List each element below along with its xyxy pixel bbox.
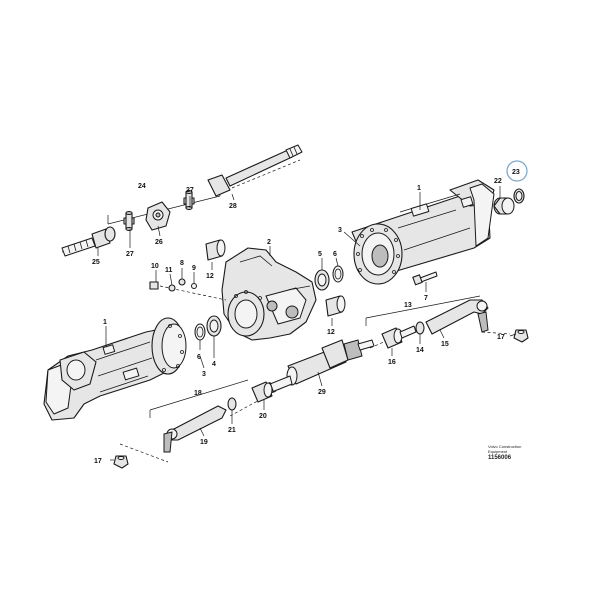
u-joint-cross-part-2 <box>183 190 195 210</box>
callout-5: 5 <box>318 251 322 258</box>
bushing-12-part <box>205 239 226 261</box>
callout-17a: 17 <box>497 334 505 341</box>
callout-29: 29 <box>318 389 326 396</box>
fastener-9-part <box>191 283 197 289</box>
tie-rod-right-part <box>425 299 489 335</box>
fastener-10-part <box>149 281 227 301</box>
callout-8: 8 <box>180 260 184 267</box>
seal-6-part <box>332 265 344 283</box>
callout-14: 14 <box>416 347 424 354</box>
lock-nut-17-part <box>513 329 529 343</box>
callout-15: 15 <box>441 341 449 348</box>
ball-joint-16-part <box>381 325 417 349</box>
callout-25: 25 <box>92 259 100 266</box>
callout-6a: 6 <box>333 251 337 258</box>
seal-ring-part <box>513 188 525 204</box>
callout-1b: 1 <box>103 319 107 326</box>
callout-23: 23 <box>512 169 520 176</box>
reference-division: Equipment <box>488 449 508 454</box>
bearing-5-part <box>314 269 330 291</box>
callout-3b: 3 <box>202 371 206 378</box>
callout-20: 20 <box>259 413 267 420</box>
bearing-4-part <box>206 315 222 337</box>
callout-21: 21 <box>228 427 236 434</box>
callout-13: 13 <box>404 302 412 309</box>
reference-code: 1156006 <box>488 455 512 461</box>
differential-housing-part <box>221 247 317 341</box>
lock-nut-17b-part <box>113 455 129 469</box>
callout-22: 22 <box>494 178 502 185</box>
callout-12a: 12 <box>206 273 214 280</box>
spline-stub-part <box>61 226 116 257</box>
callout-12b: 12 <box>327 329 335 336</box>
callout-16: 16 <box>388 359 396 366</box>
callout-9: 9 <box>192 265 196 272</box>
ball-joint-20-part <box>251 381 273 403</box>
fastener-11-part <box>168 284 176 292</box>
callout-26: 26 <box>155 239 163 246</box>
callout-6b: 6 <box>197 354 201 361</box>
callout-27b: 27 <box>186 187 194 194</box>
callout-17b: 17 <box>94 458 102 465</box>
callout-7: 7 <box>424 295 428 302</box>
callout-labels: 1 1 2 3 3 4 5 6 6 7 8 9 10 11 12 12 13 1… <box>92 169 520 465</box>
callout-1a: 1 <box>417 185 421 192</box>
nut-21-part <box>227 397 237 411</box>
drive-shaft-assembly <box>61 144 303 257</box>
bolt-part <box>412 271 438 286</box>
callout-2: 2 <box>267 239 271 246</box>
callout-10: 10 <box>151 263 159 270</box>
callout-27a: 27 <box>126 251 134 258</box>
left-axle-housing-part <box>43 317 187 421</box>
callout-24: 24 <box>138 183 146 190</box>
callout-leaders <box>97 186 517 461</box>
bushing-12b-part <box>325 295 346 317</box>
callout-4: 4 <box>212 361 216 368</box>
callout-19: 19 <box>200 439 208 446</box>
yoke-part <box>145 201 171 231</box>
group-lines <box>119 295 511 463</box>
callout-18: 18 <box>194 390 202 397</box>
fastener-8-part <box>178 278 186 286</box>
long-shaft-part <box>207 144 303 197</box>
callout-3a: 3 <box>338 227 342 234</box>
reference-company: Volvo Construction <box>488 444 522 449</box>
highlight-ring-23 <box>506 160 528 182</box>
right-axle-housing-part <box>351 179 495 285</box>
callout-28: 28 <box>229 203 237 210</box>
u-joint-cross-part <box>123 211 135 231</box>
tie-rod-left-part <box>163 405 227 453</box>
bushing-part <box>493 197 515 215</box>
nut-14-part <box>415 321 425 335</box>
callout-11: 11 <box>165 267 173 274</box>
reference-block: Volvo Construction Equipment 1156006 <box>488 444 548 462</box>
seal-6b-part <box>194 323 206 341</box>
